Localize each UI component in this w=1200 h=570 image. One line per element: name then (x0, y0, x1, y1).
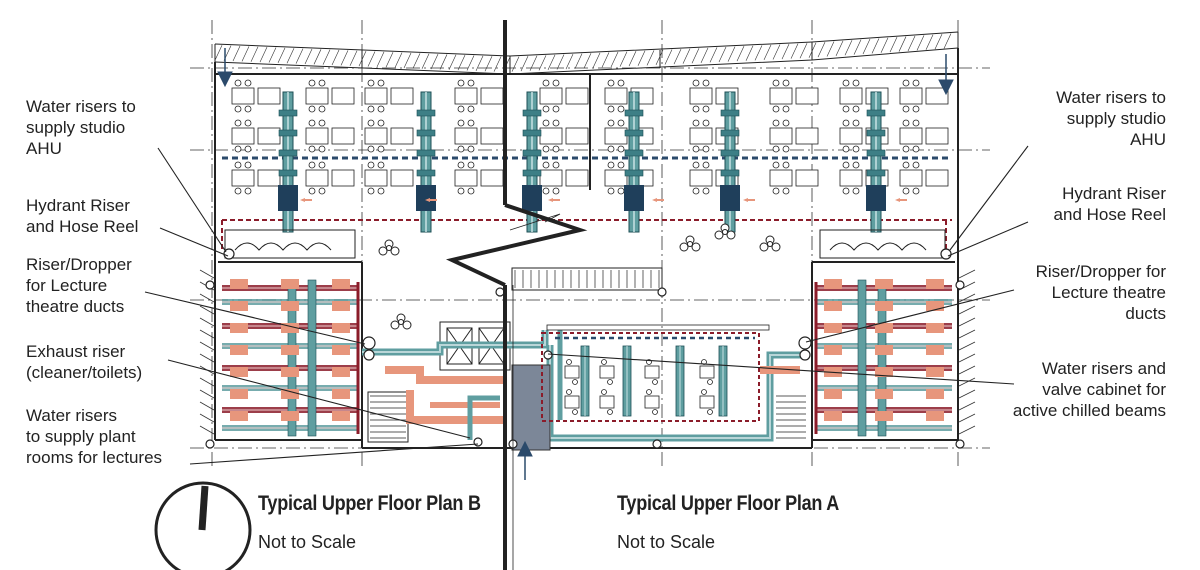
plan-a-desks (564, 359, 715, 415)
entry-arrow-icon (217, 48, 954, 480)
supply-arrows (300, 198, 900, 202)
plan-b-title: Typical Upper Floor Plan B (258, 492, 481, 515)
lecture-theatre-ducts (222, 279, 952, 437)
chilled-beam-room (541, 324, 770, 422)
label-riser-dropper-left: Riser/Dropper for Lecture theatre ducts (26, 255, 132, 316)
studio-desks (231, 79, 949, 195)
label-riser-dropper-right: Riser/Dropper for Lecture theatre ducts (1035, 262, 1166, 323)
label-hydrant-riser-left: Hydrant Riser and Hose Reel (26, 196, 139, 236)
label-water-risers-valve: Water risers and valve cabinet for activ… (1012, 359, 1166, 420)
ceiling-fixtures (378, 223, 781, 330)
active-chilled-beams (580, 345, 728, 417)
label-water-risers-studio-left: Water risers to supply studio AHU (26, 97, 136, 158)
label-water-risers-plant: Water risers to supply plant rooms for l… (26, 406, 163, 467)
label-water-risers-studio-right: Water risers to supply studio AHU (1056, 88, 1166, 149)
core-ducts (362, 330, 805, 442)
label-hydrant-riser-right: Hydrant Riser and Hose Reel (1053, 184, 1166, 224)
plan-a-title: Typical Upper Floor Plan A (617, 492, 840, 515)
seating-arcs (224, 229, 946, 259)
label-exhaust-riser: Exhaust riser (cleaner/toilets) (26, 342, 143, 382)
break-line (445, 20, 588, 570)
north-arrow-icon (154, 481, 252, 570)
plan-a-scale: Not to Scale (617, 532, 716, 552)
studio-chilled-beams (278, 91, 886, 233)
plan-b-scale: Not to Scale (258, 532, 357, 552)
exhaust-shaft (511, 364, 551, 451)
leader-lines (144, 145, 1029, 465)
stair-treads (370, 270, 806, 439)
building-walls (214, 48, 959, 449)
riser-markers (205, 248, 965, 449)
